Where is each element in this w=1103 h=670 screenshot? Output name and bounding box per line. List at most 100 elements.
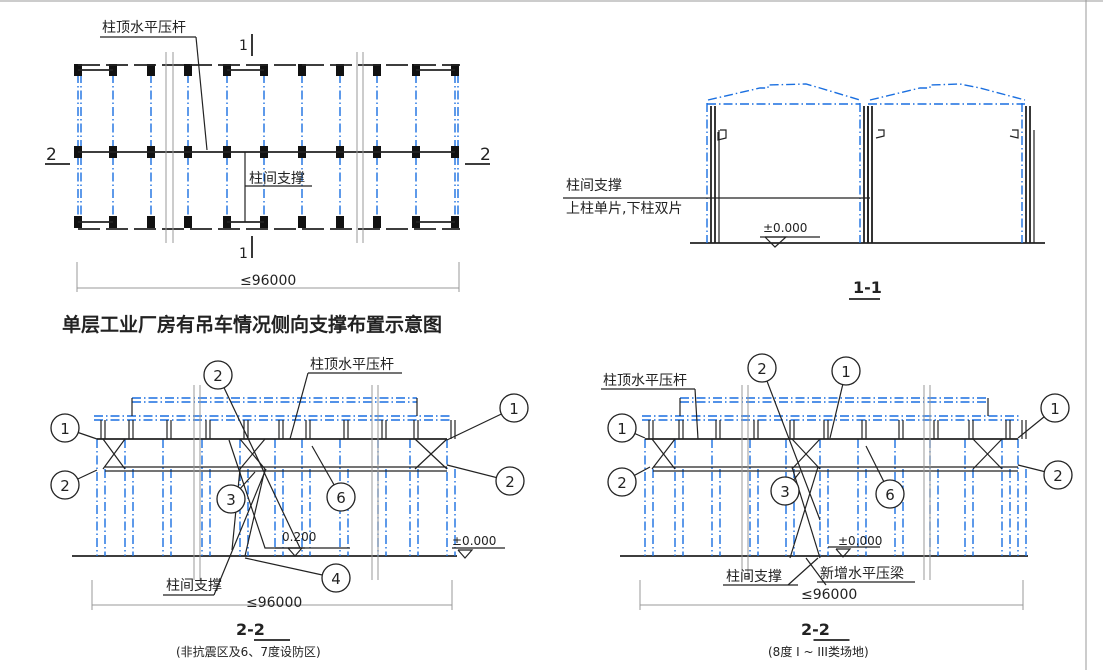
callout-circle <box>203 360 233 390</box>
roof-right <box>869 83 1026 101</box>
bracing-x <box>414 438 448 470</box>
column <box>147 64 155 76</box>
callout-circle <box>326 482 356 512</box>
plan-section-1-top: 1 <box>239 38 248 54</box>
column-bracing <box>791 466 821 559</box>
callout-circle <box>747 353 777 383</box>
s2r-elevation: ±0.000 <box>838 534 882 548</box>
s11-title: 1-1 <box>853 278 882 297</box>
callout-number: 2 <box>617 474 627 492</box>
s11-bracing-label: 柱间支撑 <box>566 178 622 194</box>
bracing-x <box>972 438 1003 470</box>
callout-circle <box>831 356 861 386</box>
elevation-mark <box>764 236 788 248</box>
column-bracing <box>787 557 819 586</box>
s2l-elevation-a: 0.200 <box>282 530 316 544</box>
callout-number: 1 <box>509 400 519 418</box>
bracing-x <box>791 438 821 470</box>
bracing-x <box>651 438 676 470</box>
column-bracing <box>805 557 827 586</box>
section-1-1 <box>563 83 1045 300</box>
plan-dimension: ≤96000 <box>240 273 296 289</box>
elevation-mark <box>287 547 304 557</box>
plan-bracing-label: 柱间支撑 <box>249 171 305 187</box>
s11-bracing-note: 上柱单片,下柱双片 <box>566 201 682 217</box>
bracing-x <box>239 438 266 470</box>
callout-circle <box>216 484 246 514</box>
s11-elevation: ±0.000 <box>763 221 807 235</box>
callout-circle <box>1043 460 1073 490</box>
section-2-2-left: 1 2 2 3 6 1 2 4 <box>50 360 529 641</box>
callout-number: 1 <box>841 363 851 381</box>
callout-circle <box>495 466 525 496</box>
callout-number: 2 <box>213 367 223 385</box>
crane-bracket <box>875 129 885 139</box>
callout-number: 4 <box>331 570 341 588</box>
s2r-bracing-label: 柱间支撑 <box>726 569 782 585</box>
callout-circle <box>607 413 637 443</box>
column <box>373 64 381 76</box>
column <box>184 216 192 228</box>
callout-number: 2 <box>60 477 70 495</box>
roof-left <box>707 83 861 101</box>
s2l-top-strut-label: 柱顶水平压杆 <box>310 357 394 373</box>
callout-circle <box>1040 393 1070 423</box>
s2r-new-beam-label: 新增水平压梁 <box>820 566 904 582</box>
plan-section-1-bottom: 1 <box>239 246 248 262</box>
callout-circle <box>499 393 529 423</box>
leader <box>195 36 208 151</box>
callout-circle <box>50 413 80 443</box>
column <box>298 64 306 76</box>
callout-circle <box>321 563 351 593</box>
plan-section-2-left: 2 <box>46 145 57 165</box>
column-bracing <box>244 468 266 557</box>
callout-number: 1 <box>617 420 627 438</box>
callout-number: 6 <box>336 489 346 507</box>
callout-number: 1 <box>1050 400 1060 418</box>
column <box>147 216 155 228</box>
leader <box>289 372 309 440</box>
column-bracing <box>213 468 267 596</box>
elevation-mark <box>835 548 852 558</box>
column <box>184 64 192 76</box>
main-title: 单层工业厂房有吊车情况侧向支撑布置示意图 <box>62 313 442 336</box>
leader <box>694 388 699 440</box>
s2r-top-strut-label: 柱顶水平压杆 <box>603 373 687 389</box>
s2r-dimension: ≤96000 <box>801 587 857 603</box>
elevation-mark <box>457 549 474 559</box>
column <box>336 64 344 76</box>
bracing-x <box>102 438 126 470</box>
callout-number: 2 <box>757 360 767 378</box>
s2l-subtitle: (非抗震区及6、7度设防区) <box>176 644 321 659</box>
plan-view <box>45 34 490 292</box>
column <box>373 216 381 228</box>
callout-number: 2 <box>1053 467 1063 485</box>
s2l-title: 2-2 <box>236 620 265 639</box>
callout-number: 1 <box>60 420 70 438</box>
callout-leader <box>761 367 821 521</box>
column-bracing <box>789 466 819 559</box>
s2l-elevation-b: ±0.000 <box>452 534 496 548</box>
column <box>298 216 306 228</box>
callout-leader <box>217 374 301 549</box>
callout-circle <box>875 479 905 509</box>
callout-number: 6 <box>885 486 895 504</box>
s2r-title: 2-2 <box>801 620 830 639</box>
callout-number: 3 <box>226 491 236 509</box>
callout-number: 2 <box>505 473 515 491</box>
callout-leader <box>244 557 337 579</box>
column <box>336 216 344 228</box>
crane-bracket <box>717 129 727 141</box>
section-2-2-right: 1 2 2 1 3 6 1 2 <box>601 353 1073 641</box>
plan-section-2-right: 2 <box>480 145 491 165</box>
crane-bracket <box>1009 129 1019 139</box>
s2r-subtitle: (8度 I ~ III类场地) <box>768 644 869 659</box>
callout-circle <box>607 467 637 497</box>
s2l-dimension: ≤96000 <box>246 595 302 611</box>
callout-circle <box>770 476 800 506</box>
callout-number: 3 <box>780 483 790 501</box>
callout-circle <box>50 470 80 500</box>
plan-top-strut-label: 柱顶水平压杆 <box>102 20 186 36</box>
